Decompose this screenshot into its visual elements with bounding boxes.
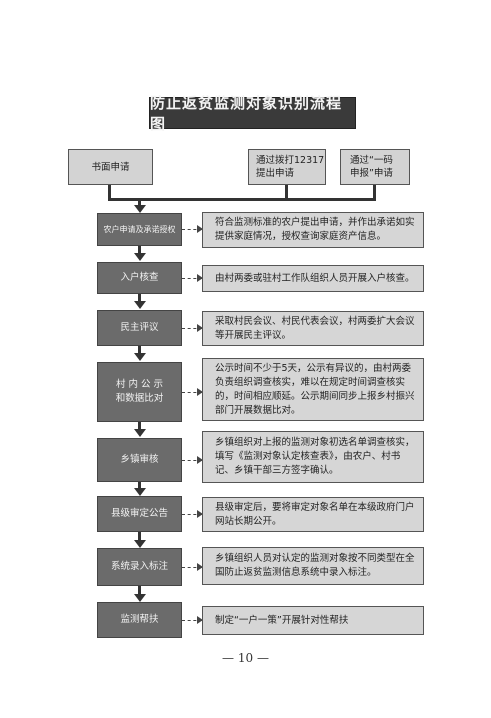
step-description: 由村两委或驻村工作队组织人员开展入户核查。: [202, 265, 424, 292]
connector-arrow-icon: [182, 324, 203, 332]
merge-line-right: [373, 185, 376, 200]
step-description: 采取村民会议、村民代表会议，村两委扩大会议等开展民主评议。: [202, 311, 424, 346]
source-app-line2: 申报”申请: [350, 168, 393, 179]
flow-line: [138, 246, 141, 255]
merge-line-down: [138, 198, 141, 207]
flow-line: [138, 346, 141, 355]
merge-line-left: [108, 185, 111, 200]
step-description: 县级审定后，要将审定对象名单在本级政府门户网站长期公开。: [202, 497, 424, 532]
arrow-down-icon: [134, 353, 146, 361]
source-hotline-line2: 提出申请: [256, 168, 295, 179]
step-system-entry-tagging: 系统录入标注: [97, 548, 182, 586]
description-text: 公示时间不少于5天，公示有异议的，由村两委负责组织调查核实，难以在规定时间调查核…: [215, 362, 415, 416]
step-label: 乡镇审核: [120, 454, 159, 465]
connector-arrow-icon: [182, 510, 203, 518]
step-label: 农户申请及承诺授权: [103, 224, 176, 234]
source-written-application: 书面申请: [68, 149, 153, 185]
connector-arrow-icon: [182, 563, 203, 571]
arrow-down-icon: [134, 540, 146, 548]
arrow-down-icon: [134, 253, 146, 261]
connector-arrow-icon: [182, 225, 203, 233]
connector-arrow-icon: [182, 616, 203, 624]
description-text: 采取村民会议、村民代表会议，村两委扩大会议等开展民主评议。: [215, 315, 415, 341]
step-county-approval-announcement: 县级审定公告: [97, 496, 182, 532]
step-label: 民主评议: [120, 322, 159, 333]
flow-line: [138, 422, 141, 431]
step-label: 入户核查: [120, 272, 159, 283]
merge-line-horizontal: [108, 198, 376, 201]
step-label: 县级审定公告: [110, 508, 168, 519]
step-apply-and-authorize: 农户申请及承诺授权: [97, 213, 182, 246]
connector-arrow-icon: [182, 388, 203, 396]
arrow-down-icon: [134, 301, 146, 309]
flow-line: [138, 294, 141, 303]
source-hotline: 通过拨打12317 提出申请: [248, 149, 326, 185]
step-publicity-and-data-comparison: 村 内 公 示 和数据比对: [97, 362, 182, 422]
source-app-line1: 通过“一码: [350, 155, 393, 166]
step-label-line2: 和数据比对: [115, 393, 164, 404]
arrow-down-icon: [134, 429, 146, 437]
step-label: 系统录入标注: [110, 561, 168, 572]
step-description: 制定“一户一策”开展针对性帮扶: [202, 606, 424, 635]
arrow-down-icon: [134, 594, 146, 602]
step-monitoring-assistance: 监测帮扶: [97, 602, 182, 638]
connector-arrow-icon: [182, 456, 203, 464]
flow-line: [138, 482, 141, 490]
step-label-line1: 村 内 公 示: [115, 379, 164, 390]
page-title: 防止返贫监测对象识别流程图: [149, 94, 356, 133]
connector-arrow-icon: [182, 274, 203, 282]
flow-line: [138, 532, 141, 542]
step-democratic-review: 民主评议: [97, 310, 182, 346]
description-text: 乡镇组织人员对认定的监测对象按不同类型在全国防止返贫监测信息系统中录入标注。: [215, 553, 415, 578]
page-number: — 10 —: [222, 651, 269, 665]
arrow-down-icon: [134, 488, 146, 496]
source-written-label: 书面申请: [91, 161, 130, 173]
description-text: 符合监测标准的农户提出申请，并作出承诺如实提供家庭情况，授权查询家庭资产信息。: [215, 217, 415, 242]
step-description: 公示时间不少于5天，公示有异议的，由村两委负责组织调查核实，难以在规定时间调查核…: [202, 358, 424, 421]
merge-arrow-icon: [134, 205, 146, 213]
step-home-visit-check: 入户核查: [97, 262, 182, 294]
source-hotline-line1: 通过拨打12317: [256, 155, 325, 166]
description-text: 县级审定后，要将审定对象名单在本级政府门户网站长期公开。: [215, 501, 415, 527]
description-text: 乡镇组织对上报的监测对象初选名单调查核实，填写《监测对象认定核查表》，由农户、村…: [215, 437, 415, 476]
flow-line: [138, 586, 141, 596]
merge-line-middle: [285, 185, 288, 200]
step-description: 乡镇组织人员对认定的监测对象按不同类型在全国防止返贫监测信息系统中录入标注。: [202, 547, 424, 585]
step-description: 乡镇组织对上报的监测对象初选名单调查核实，填写《监测对象认定核查表》，由农户、村…: [202, 431, 424, 483]
description-text: 制定“一户一策”开展针对性帮扶: [215, 614, 349, 626]
source-one-code-report: 通过“一码 申报”申请: [340, 149, 410, 185]
step-township-review: 乡镇审核: [97, 438, 182, 482]
step-label: 监测帮扶: [120, 614, 159, 625]
description-text: 由村两委或驻村工作队组织人员开展入户核查。: [215, 272, 415, 284]
step-description: 符合监测标准的农户提出申请，并作出承诺如实提供家庭情况，授权查询家庭资产信息。: [202, 212, 424, 248]
